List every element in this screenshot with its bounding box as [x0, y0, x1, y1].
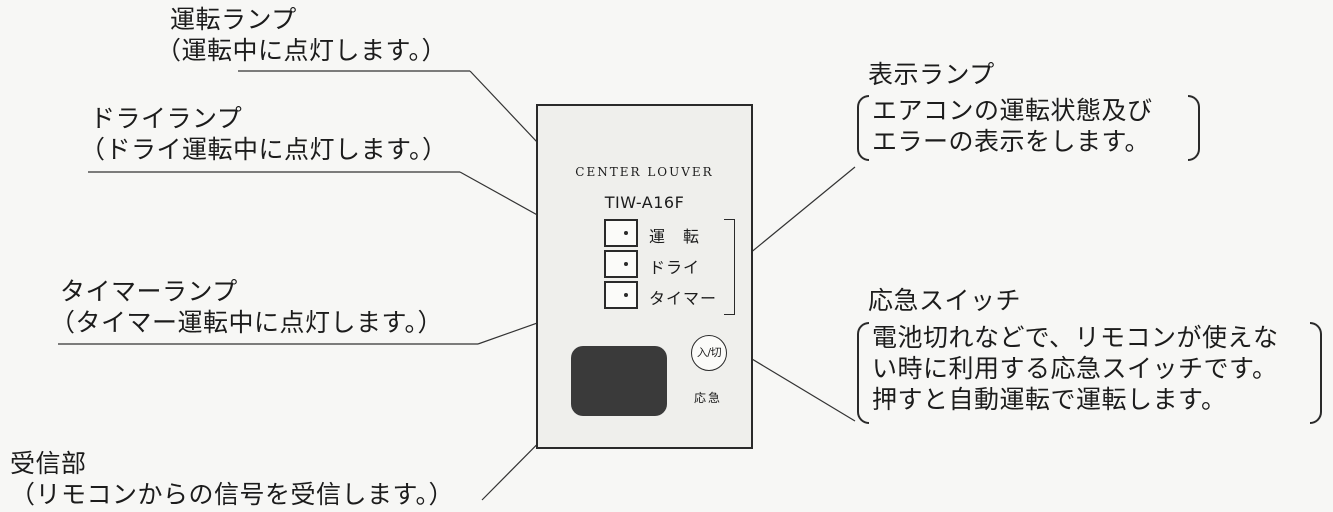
- receiver-title: 受信部: [10, 449, 87, 478]
- indoor-unit-panel: CENTER LOUVER TIW-A16F 運 転 ドライ タイマー 入/切 …: [536, 104, 753, 449]
- panel-brand: CENTER LOUVER: [575, 165, 714, 179]
- signal-receiver: [571, 346, 667, 416]
- emergency-switch-text: 電池切れなどで、リモコンが使えな い時に利用する応急スイッチです。 押すと自動運…: [872, 322, 1279, 415]
- timer-lamp-desc: （タイマー運転中に点灯します。）: [50, 308, 444, 337]
- dry-lamp-callout: ドライランプ （ドライ運転中に点灯します。）: [80, 103, 448, 165]
- display-lamp-bracket-right: [1188, 95, 1200, 161]
- dry-lamp-desc: （ドライ運転中に点灯します。）: [80, 135, 448, 164]
- display-lamp-text: エアコンの運転状態及び エラーの表示をします。: [872, 95, 1153, 157]
- panel-model: TIW-A16F: [604, 193, 685, 212]
- emergency-switch-line-1: 電池切れなどで、リモコンが使えな: [872, 323, 1279, 352]
- emergency-switch-bracket-right: [1310, 322, 1322, 424]
- lamp-dot: [624, 262, 628, 266]
- leader-display: [737, 166, 856, 264]
- emergency-switch-button[interactable]: 入/切: [691, 335, 727, 371]
- receiver-callout: 受信部 （リモコンからの信号を受信します。）: [10, 448, 454, 510]
- operation-lamp-callout: 運転ランプ （運転中に点灯します。）: [156, 4, 447, 66]
- timer-lamp: [604, 281, 638, 309]
- timer-lamp-label: タイマー: [649, 289, 718, 308]
- emergency-switch-label: 応急: [694, 391, 723, 405]
- emergency-switch-callout: 応急スイッチ: [868, 285, 1021, 316]
- operation-lamp-desc: （運転中に点灯します。）: [156, 36, 448, 65]
- dry-lamp: [604, 250, 638, 278]
- emergency-switch-title: 応急スイッチ: [868, 286, 1022, 315]
- receiver-desc: （リモコンからの信号を受信します。）: [10, 480, 455, 509]
- display-lamp-line-1: エアコンの運転状態及び: [872, 96, 1153, 125]
- timer-lamp-title: タイマーランプ: [60, 277, 238, 306]
- dry-lamp-label: ドライ: [649, 258, 701, 277]
- dry-lamp-title: ドライランプ: [90, 104, 243, 133]
- operation-lamp: [604, 219, 638, 247]
- operation-lamp-label: 運 転: [649, 227, 701, 246]
- operation-lamp-title: 運転ランプ: [170, 5, 297, 34]
- emergency-switch-bracket-left: [857, 322, 869, 424]
- display-lamp-title: 表示ランプ: [868, 60, 995, 89]
- display-lamp-line-2: エラーの表示をします。: [872, 127, 1151, 156]
- leader-switch: [746, 355, 856, 422]
- display-lamp-bracket-left: [857, 95, 869, 161]
- timer-lamp-callout: タイマーランプ （タイマー運転中に点灯します。）: [50, 276, 443, 338]
- emergency-switch-line-3: 押すと自動運転で運転します。: [872, 385, 1227, 414]
- lamp-group-bracket: [724, 219, 735, 315]
- display-lamp-callout: 表示ランプ: [868, 59, 995, 90]
- lamp-dot: [624, 231, 628, 235]
- lamp-dot: [624, 293, 628, 297]
- emergency-switch-line-2: い時に利用する応急スイッチです。: [872, 354, 1278, 383]
